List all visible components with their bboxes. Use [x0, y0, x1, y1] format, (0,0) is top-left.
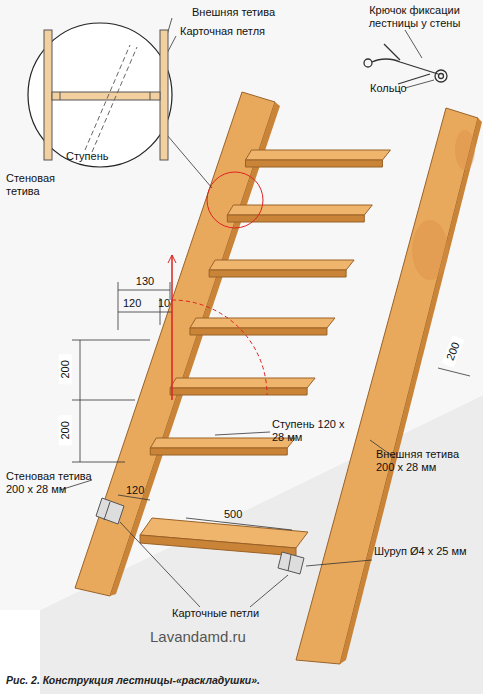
drawing-stroke [120, 522, 200, 607]
drawing-stroke [296, 108, 478, 664]
drawing-stroke [72, 462, 125, 463]
step-top [170, 378, 315, 388]
step [140, 518, 308, 556]
outer-stringer [296, 108, 482, 664]
drawing-stroke [250, 575, 288, 607]
drawing-stroke [52, 92, 160, 100]
drawing-stroke [160, 312, 172, 313]
drawing-stroke [85, 45, 130, 150]
drawing-stroke [207, 172, 263, 228]
step-front [209, 270, 346, 277]
detail-inset [28, 23, 172, 167]
drawing-stroke [455, 130, 475, 170]
drawing-stroke [96, 498, 124, 524]
drawing-stroke [405, 30, 422, 58]
drawing-stroke [168, 255, 176, 263]
dimension: 130 [130, 275, 160, 288]
dimension: 200 [59, 415, 72, 445]
dimension: 200 [59, 354, 72, 384]
part-label: Кольцо [370, 82, 420, 95]
drawing-stroke [384, 44, 400, 60]
dimension: 120 [126, 484, 156, 497]
part-label: Ступень [66, 150, 126, 163]
step-top [190, 318, 335, 328]
card-hinge [96, 498, 304, 574]
drawing-stroke [72, 340, 150, 341]
part-label: Внешняя тетива [192, 6, 302, 19]
step-top [227, 205, 372, 215]
drawing-stroke [92, 47, 137, 152]
drawing-stroke [278, 552, 304, 574]
drawing-stroke [171, 255, 173, 400]
drawing-stroke [28, 23, 172, 167]
drawing-stroke [80, 340, 81, 462]
drawing-stroke [364, 59, 372, 67]
step-front [227, 215, 364, 222]
part-label: Крючок фиксации лестницы у стены [352, 4, 477, 29]
drawing-stroke [104, 502, 110, 520]
drawing-stroke [340, 118, 482, 664]
drawing-stroke [118, 282, 119, 330]
drawing-stroke [438, 368, 470, 376]
dimension: 120 [123, 297, 153, 310]
steps [150, 150, 390, 455]
dimension-lines [72, 282, 470, 530]
step-front [245, 160, 382, 167]
part-label: Внешняя тетива 200 x 28 мм [376, 448, 476, 473]
part-label: Карточные петли [172, 607, 282, 620]
drawing-stroke [215, 432, 270, 435]
step-front [150, 448, 287, 455]
drawing-stroke [405, 80, 434, 88]
part-label: Стеновая тетива 200 x 28 мм [6, 470, 98, 495]
part-label: Карточная петля [180, 25, 290, 38]
drawing-stroke [44, 30, 52, 160]
step-front [190, 328, 327, 335]
part-label: Стеновая тетива [6, 172, 64, 197]
dimension: 500 [224, 508, 254, 521]
hook-and-ring [364, 44, 447, 84]
part-label: Шуруп Ø4 x 25 мм [374, 545, 479, 558]
step-top [245, 150, 390, 160]
step-top [209, 260, 354, 270]
drawing-stroke [150, 92, 151, 100]
dimension: 10 [158, 297, 178, 310]
step-front [170, 388, 307, 395]
drawing-stroke [172, 300, 267, 395]
drawing-stroke [435, 70, 447, 82]
part-label: Ступень 120 x 28 мм [272, 418, 357, 443]
drawing-stroke [118, 290, 170, 291]
drawing-stroke [140, 535, 296, 556]
drawing-stroke [118, 312, 160, 313]
drawing-stroke [72, 400, 135, 401]
drawing-stroke [160, 30, 168, 160]
drawing-stroke [306, 560, 372, 566]
drawing-stroke [372, 59, 438, 74]
drawing-stroke [412, 220, 448, 280]
figure-caption: Рис. 2. Конструкция лестницы-«раскладушк… [6, 674, 260, 686]
drawing-stroke [288, 555, 291, 571]
watermark: Lavandamd.ru [150, 628, 270, 645]
red-marks [168, 172, 267, 400]
drawing-stroke [60, 92, 61, 100]
drawing-stroke [439, 74, 444, 79]
